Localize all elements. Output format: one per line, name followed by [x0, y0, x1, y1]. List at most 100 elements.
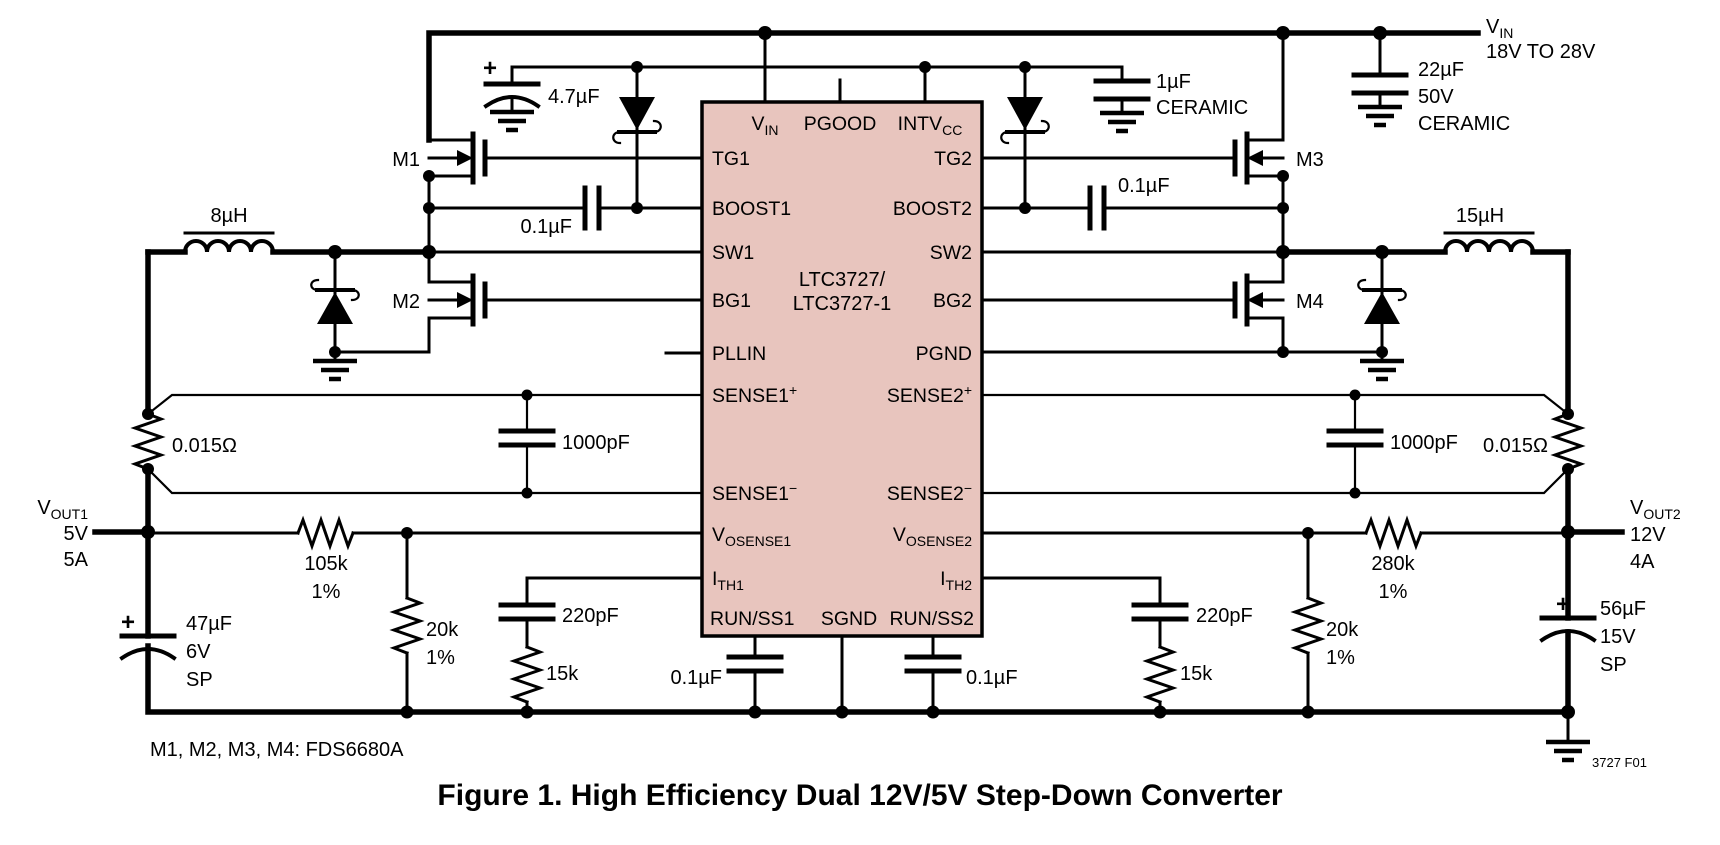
pin-pllin: PLLIN	[712, 343, 766, 365]
cap-22u-type: CERAMIC	[1418, 113, 1510, 135]
pin-pgnd: PGND	[916, 343, 972, 365]
rith1-label: 15k	[546, 663, 579, 685]
runss1-cap: 0.1µF	[670, 634, 784, 719]
pin-tg2: TG2	[934, 148, 972, 170]
pin-sense1n: SENSE1−	[712, 480, 797, 505]
boost-diode-2-icon	[1000, 65, 1050, 214]
rfb2-top-value: 280k	[1371, 553, 1415, 575]
pgnd-wire	[980, 346, 1388, 358]
ith1-network: 220pF 15k	[498, 576, 704, 719]
vin-rail: VIN 18V TO 28V	[426, 16, 1596, 143]
cap-out1-voltage: 6V	[186, 641, 211, 663]
pin-sense2p: SENSE2+	[887, 382, 972, 407]
cap-out1-type: SP	[186, 669, 213, 691]
pin-bg1: BG1	[712, 290, 751, 312]
cap-out2-value: 56µF	[1600, 598, 1646, 620]
m3-label: M3	[1296, 149, 1324, 171]
cap-boost2-label: 0.1µF	[1118, 175, 1170, 197]
cap-4u7-intvcc: + 4.7µF	[483, 55, 600, 130]
cap-1u-ceramic: 1µF CERAMIC	[1093, 65, 1248, 131]
rith2-label: 15k	[1180, 663, 1213, 685]
mosfet-m1-icon: M1	[392, 131, 704, 254]
rfb2-bot-tol: 1%	[1326, 647, 1355, 669]
pin-bg2: BG2	[933, 290, 972, 312]
cap-1u-value: 1µF	[1156, 71, 1191, 93]
cap-boost2: 0.1µF	[980, 175, 1289, 231]
sgnd-wire	[835, 634, 849, 719]
ic-ltc3727: LTC3727/ LTC3727-1 VIN PGOOD INTVCC TG1 …	[700, 31, 984, 638]
polarity-plus: +	[483, 55, 497, 82]
pin-vosense1: VOSENSE1	[712, 524, 791, 549]
feedback-divider-2: 280k 1% 20k 1%	[980, 515, 1570, 719]
rsense1-label: 0.015Ω	[172, 435, 237, 457]
csense2-label: 1000pF	[1390, 432, 1458, 454]
feedback-divider-1: 105k 1% 20k 1%	[146, 515, 704, 719]
figure-id: 3727 F01	[1592, 755, 1647, 770]
cap-22u-ceramic: 22µF 50V CERAMIC	[1351, 31, 1510, 135]
rsense2-label: 0.015Ω	[1483, 435, 1548, 457]
cap-out2-type: SP	[1600, 654, 1627, 676]
mosfet-m3-icon: M3	[980, 31, 1324, 254]
vout1-current: 5A	[64, 549, 89, 571]
pin-runss1: RUN/SS1	[710, 608, 795, 630]
sense1-network: 1000pF	[146, 389, 704, 499]
pin-sw2: SW2	[930, 242, 972, 264]
vin-range-label: 18V TO 28V	[1486, 41, 1596, 63]
m2-label: M2	[392, 291, 420, 313]
ith2-network: 220pF 15k	[980, 576, 1253, 719]
runss2-cap: 0.1µF	[904, 634, 1018, 719]
cap-out2: + 56µF 15V SP	[1539, 591, 1646, 715]
intvcc-rail	[510, 61, 1124, 86]
cap-22u-voltage: 50V	[1418, 86, 1454, 108]
pin-boost1: BOOST1	[712, 198, 791, 220]
pin-pgood: PGOOD	[804, 113, 877, 135]
inductor-l1: 8µH	[145, 205, 704, 259]
sense2-network: 1000pF	[980, 389, 1570, 499]
css1-label: 0.1µF	[670, 667, 722, 689]
ground-icon	[1360, 361, 1404, 379]
ic-part-line2: LTC3727-1	[793, 293, 892, 315]
vout1-label: VOUT1	[37, 497, 88, 522]
vout2-voltage: 12V	[1630, 524, 1666, 546]
l1-label: 8µH	[210, 205, 247, 227]
rfb1-bot-value: 20k	[426, 619, 459, 641]
output-rail-2: 0.015Ω VOUT2 12V 4A	[1483, 249, 1681, 621]
cith2-label: 220pF	[1196, 605, 1253, 627]
polarity-plus: +	[121, 609, 135, 636]
ground-icon	[1358, 107, 1402, 125]
l2-label: 15µH	[1456, 205, 1504, 227]
pin-sgnd: SGND	[821, 608, 877, 630]
cith1-label: 220pF	[562, 605, 619, 627]
pin-sense2n: SENSE2−	[887, 480, 972, 505]
cap-out1-value: 47µF	[186, 613, 232, 635]
cap-boost1: 0.1µF	[423, 185, 704, 238]
mosfet-m2-icon: M2	[333, 250, 704, 354]
mosfet-m4-icon: M4	[980, 250, 1324, 354]
rfb2-bot-value: 20k	[1326, 619, 1359, 641]
ground-rail: 3727 F01	[145, 643, 1647, 770]
cap-1u-type: CERAMIC	[1156, 97, 1248, 119]
css2-label: 0.1µF	[966, 667, 1018, 689]
rfb1-top-value: 105k	[304, 553, 348, 575]
cap-out2-voltage: 15V	[1600, 626, 1636, 648]
inductor-l2: 15µH	[980, 205, 1571, 259]
pin-ith1: ITH1	[712, 568, 744, 593]
mosfet-note: M1, M2, M3, M4: FDS6680A	[150, 739, 404, 761]
pin-vosense2: VOSENSE2	[893, 524, 972, 549]
cap-boost1-label: 0.1µF	[520, 216, 572, 238]
pin-sw1: SW1	[712, 242, 754, 264]
schottky-diode-1-icon	[310, 250, 360, 379]
vout1-voltage: 5V	[64, 523, 89, 545]
vout2-label: VOUT2	[1630, 497, 1681, 522]
ground-icon	[1100, 113, 1144, 131]
m4-label: M4	[1296, 291, 1324, 313]
vin-label: VIN	[1486, 16, 1513, 41]
m1-label: M1	[392, 149, 420, 171]
pin-vin: VIN	[751, 113, 778, 138]
pin-boost2: BOOST2	[893, 198, 972, 220]
pin-intvcc: INTVCC	[898, 113, 963, 138]
schottky-diode-2-icon	[1357, 250, 1407, 379]
ic-part-line1: LTC3727/	[799, 269, 886, 291]
pin-sense1p: SENSE1+	[712, 382, 797, 407]
